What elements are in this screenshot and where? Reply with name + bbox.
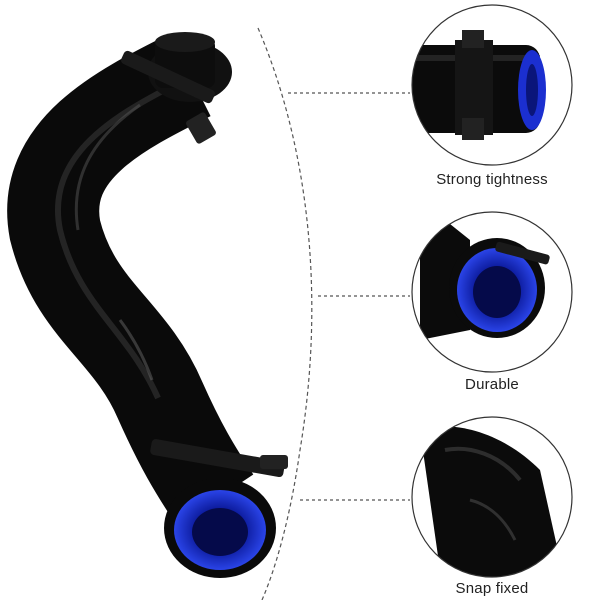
feature-caption: Strong tightness	[436, 171, 548, 188]
feature-caption: Durable	[465, 376, 519, 393]
feature-caption: Snap fixed	[455, 580, 529, 597]
divider-curve	[257, 27, 313, 600]
detail-circle-snap-fixed	[411, 416, 573, 578]
detail-circle-durable	[411, 211, 573, 373]
main-hose	[7, 32, 288, 578]
detail-circle-strong-tightness	[411, 4, 573, 166]
